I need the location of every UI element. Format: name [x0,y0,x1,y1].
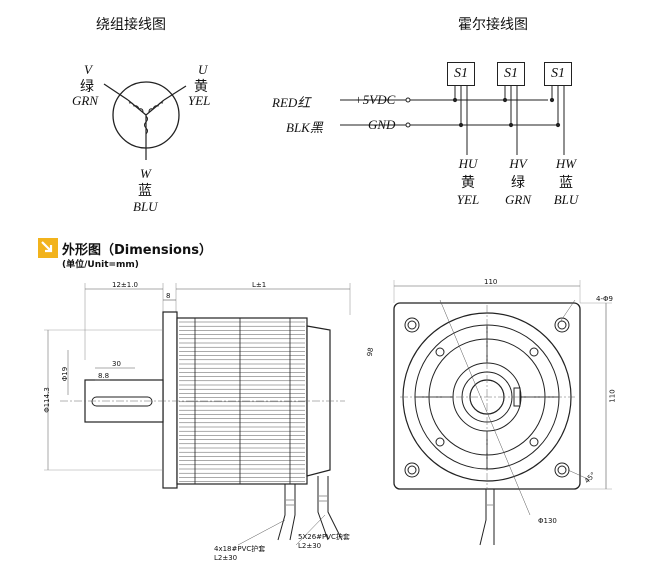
cable-label-line: 5X26#PVC护套 [298,533,350,541]
winding-w-cn: 蓝 [138,183,152,199]
dim-shaft: Φ19 [61,366,70,382]
dim-98: 98 [365,346,376,358]
hall-output-en: BLU [553,192,579,207]
hall-title: 霍尔接线图 [458,17,528,33]
hall-output-en: YEL [456,192,480,207]
hall-output-code: HV [509,156,527,171]
hall-output-code: HW [555,156,577,171]
dim-length: L±1 [252,281,267,289]
hall-output-hw: HW 蓝 BLU [548,156,584,208]
dim-110: 110 [484,278,498,286]
hall-output-hu: HU 黄 YEL [450,156,486,208]
winding-u-en: YEL [188,93,211,108]
dim-holes: 4-Φ9 [596,295,613,303]
hall-red-label: RED红 [272,95,311,110]
dim-8-8: 8.8 [98,372,110,380]
winding-w-letter: W [140,166,151,181]
dim-130: Φ130 [538,517,557,525]
winding-v-letter: V [84,62,92,77]
dim-pilot: Φ114.3 [42,387,51,413]
dimensions-icon [38,238,58,258]
hall-sensor-2: S1 [497,62,525,86]
winding-v-en: GRN [72,93,98,108]
hall-output-en: GRN [505,192,531,207]
hall-output-cn: 黄 [461,175,475,191]
hall-output-code: HU [458,156,478,171]
hall-blk-label: BLK黑 [286,120,323,135]
hall-sensor-3: S1 [544,62,572,86]
dim-8: 8 [166,292,171,300]
dim-30: 30 [112,360,121,368]
winding-w-en: BLU [133,199,158,214]
hall-sensor-1: S1 [447,62,475,86]
hall-output-hv: HV 绿 GRN [500,156,536,208]
cable-label-1: 4x18#PVC护套 L2±30 [214,545,265,563]
cable-label-line: 4x18#PVC护套 [214,545,266,553]
cable-label-2: 5X26#PVC护套 L2±30 [298,533,350,551]
hall-output-cn: 蓝 [559,175,573,191]
dim-side: 110 [608,389,617,403]
hall-output-cn: 绿 [511,175,525,191]
dimensions-unit: (单位/Unit=mm) [62,260,139,270]
hall-vdc-label: +5VDC [354,92,396,107]
winding-u-letter: U [198,62,208,77]
cable-label-line: L2±30 [214,554,238,562]
winding-u-cn: 黄 [194,79,208,95]
hall-gnd-label: GND [368,117,396,132]
winding-title: 绕组接线图 [96,17,166,33]
winding-v-cn: 绿 [80,79,94,95]
cable-label-line: L2±30 [298,542,322,550]
dim-12: 12±1.0 [112,281,138,289]
dimensions-heading: 外形图（Dimensions） [62,243,212,258]
